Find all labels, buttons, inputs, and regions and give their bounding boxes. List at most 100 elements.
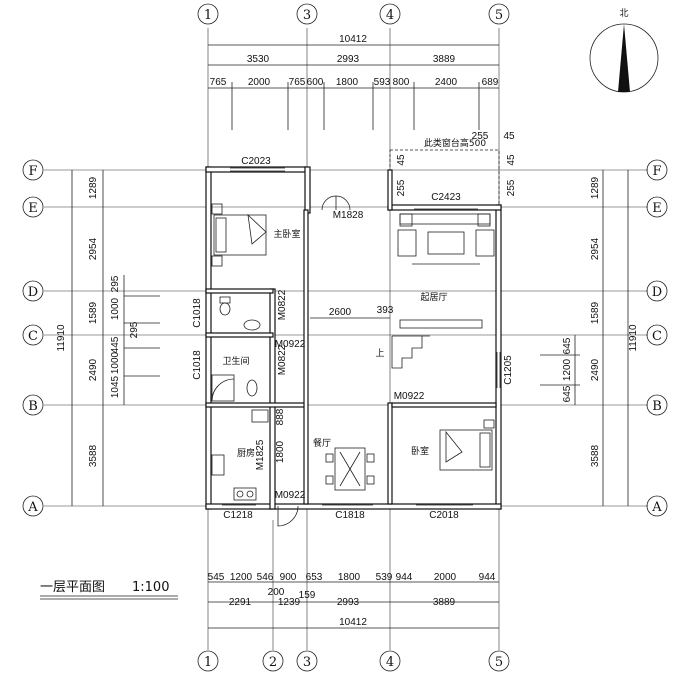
axis-bottom-1: 1 bbox=[204, 655, 212, 670]
dim-bot-944b: 944 bbox=[479, 572, 496, 583]
opening-m0922b: M0922 bbox=[394, 391, 425, 402]
dim-bot-546: 546 bbox=[257, 572, 274, 583]
opening-c1218: C1218 bbox=[223, 510, 253, 521]
axis-bottom-3: 3 bbox=[303, 655, 311, 670]
axis-bottom-4: 4 bbox=[386, 655, 394, 670]
dim-right-645a: 645 bbox=[562, 337, 573, 354]
room-master-bedroom: 主卧室 bbox=[273, 228, 300, 240]
dim-right-1289: 1289 bbox=[590, 176, 601, 199]
axis-left-E: E bbox=[28, 201, 38, 216]
axis-left-B: B bbox=[28, 399, 38, 414]
dim-right-1589: 1589 bbox=[590, 301, 601, 324]
fridge-icon bbox=[251, 409, 269, 423]
north-label: 北 bbox=[619, 8, 628, 19]
stairs-icon bbox=[391, 335, 430, 369]
dim-top-2400: 2400 bbox=[435, 77, 458, 88]
bay-dim-255a: 255 bbox=[472, 131, 489, 142]
dim-top-3889: 3889 bbox=[433, 54, 456, 65]
opening-c2423: C2423 bbox=[431, 192, 461, 203]
dim-right-645b: 645 bbox=[562, 385, 573, 402]
tv-cabinet-icon bbox=[399, 319, 483, 329]
inner-dimensions: 2600 393 888 1800 bbox=[275, 305, 394, 463]
bay-dim-45c: 45 bbox=[506, 154, 517, 166]
dim-left-1289: 1289 bbox=[88, 176, 99, 199]
opening-c2018: C2018 bbox=[429, 510, 459, 521]
dim-left-2490: 2490 bbox=[88, 358, 99, 381]
dim-right-3588: 3588 bbox=[590, 444, 601, 467]
axis-bottom-2: 2 bbox=[269, 655, 277, 670]
bay-note: 此类窗台高500 bbox=[424, 137, 486, 149]
dim-bot-total: 10412 bbox=[339, 617, 367, 628]
dim-bot-2993: 2993 bbox=[337, 597, 360, 608]
dim-inner-393: 393 bbox=[377, 305, 394, 316]
dim-bot-1200: 1200 bbox=[230, 572, 253, 583]
dim-right-2954: 2954 bbox=[590, 237, 601, 260]
dim-inner-2600: 2600 bbox=[329, 307, 352, 318]
bedroom-bed-icon bbox=[439, 419, 495, 471]
room-living: 起居厅 bbox=[420, 292, 447, 303]
dim-bot-3889: 3889 bbox=[433, 597, 456, 608]
axis-top-4: 4 bbox=[386, 8, 394, 23]
north-arrow-icon bbox=[618, 24, 630, 92]
bay-dim-45b: 45 bbox=[396, 154, 407, 166]
dim-top-800: 800 bbox=[393, 77, 410, 88]
opening-m0822a: M0822 bbox=[277, 289, 288, 320]
opening-m1828: M1828 bbox=[333, 210, 364, 221]
dim-left-1000a: 1000 bbox=[110, 297, 121, 320]
opening-c1205: C1205 bbox=[503, 355, 514, 385]
openings: C2023 M1828 C2423 C1018 C1018 M0822 M082… bbox=[192, 156, 514, 527]
axis-bubbles-right: F E D C B A bbox=[646, 159, 668, 517]
opening-c1818: C1818 bbox=[335, 510, 365, 521]
dim-left-1000b: 1000 bbox=[110, 351, 121, 374]
dim-right-1200: 1200 bbox=[562, 358, 573, 381]
dim-top-1800: 1800 bbox=[336, 77, 359, 88]
dim-left-2954: 2954 bbox=[88, 237, 99, 260]
dim-left-295a: 295 bbox=[110, 275, 121, 292]
bay-dim-255c: 255 bbox=[506, 179, 517, 196]
axis-left-D: D bbox=[28, 285, 38, 300]
title-text: 一层平面图 bbox=[40, 580, 105, 595]
dim-bot-200: 200 bbox=[268, 587, 285, 598]
axis-right-A: A bbox=[651, 500, 662, 515]
axis-bubbles-bottom: 1 2 3 4 5 bbox=[197, 650, 510, 672]
dim-bot-2000: 2000 bbox=[434, 572, 457, 583]
dim-bot-653: 653 bbox=[306, 572, 323, 583]
dim-top-3530: 3530 bbox=[247, 54, 270, 65]
axis-bubbles-left: F E D C B A bbox=[22, 159, 44, 517]
dining-table-icon bbox=[325, 447, 375, 491]
dim-right-total: 11910 bbox=[628, 324, 639, 352]
axis-bottom-5: 5 bbox=[495, 655, 503, 670]
axis-top-1: 1 bbox=[204, 8, 212, 23]
axis-right-C: C bbox=[652, 329, 662, 344]
opening-m0922c: M0922 bbox=[275, 490, 306, 501]
dim-inner-1800: 1800 bbox=[275, 440, 286, 463]
room-bedroom: 卧室 bbox=[411, 445, 429, 457]
shower-icon bbox=[211, 374, 258, 402]
dim-top-600: 600 bbox=[307, 77, 324, 88]
opening-c1018a: C1018 bbox=[192, 298, 203, 328]
room-dining: 餐厅 bbox=[313, 437, 331, 449]
furniture bbox=[211, 203, 495, 501]
opening-c1018b: C1018 bbox=[192, 350, 203, 380]
axis-left-A: A bbox=[27, 500, 38, 515]
sofa-icon bbox=[397, 213, 495, 265]
dim-top-689: 689 bbox=[482, 77, 499, 88]
dim-bot-2291: 2291 bbox=[229, 597, 252, 608]
dim-left-1045: 1045 bbox=[110, 375, 121, 398]
room-labels: 主卧室 起居厅 卫生间 厨房 餐厅 卧室 上 bbox=[222, 228, 447, 459]
axis-grid bbox=[44, 28, 648, 650]
axis-left-F: F bbox=[28, 164, 37, 179]
axis-right-F: F bbox=[652, 164, 661, 179]
dim-left-295b: 295 bbox=[129, 321, 140, 338]
opening-m1825: M1825 bbox=[255, 439, 266, 470]
dim-top-2993: 2993 bbox=[337, 54, 360, 65]
stair-up-label: 上 bbox=[375, 348, 384, 359]
dim-bot-159: 159 bbox=[299, 590, 316, 601]
dim-bot-900: 900 bbox=[280, 572, 297, 583]
bay-dim-45a: 45 bbox=[503, 131, 515, 142]
dim-inner-888: 888 bbox=[275, 408, 286, 425]
title-scale: 1:100 bbox=[132, 580, 169, 595]
room-bathroom: 卫生间 bbox=[222, 355, 249, 367]
axis-right-D: D bbox=[652, 285, 662, 300]
axis-top-5: 5 bbox=[495, 8, 503, 23]
